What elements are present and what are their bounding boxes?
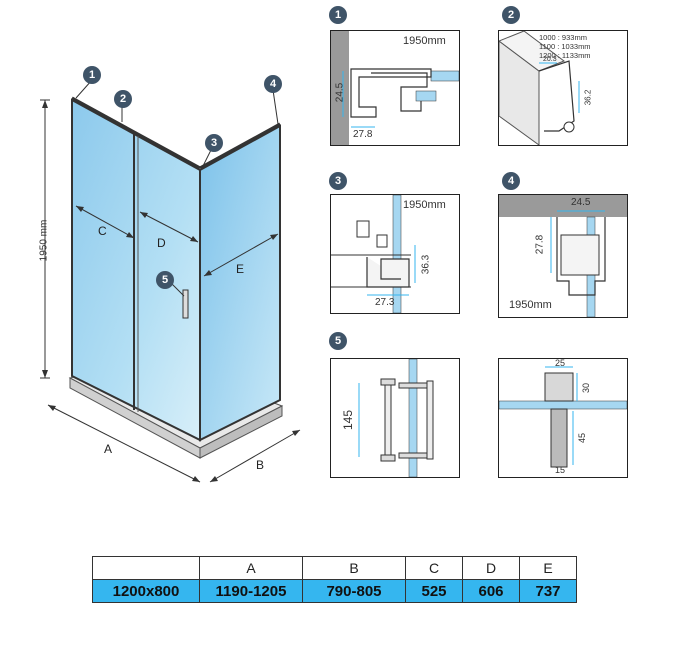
table-cell: 737	[519, 579, 577, 603]
detail-6-panel: 25 30 45 15	[498, 358, 628, 478]
detail-3-badge: 3	[329, 172, 347, 190]
detail-3-v-dim: 36.3	[420, 254, 432, 275]
detail-1-v-dim: 24.5	[334, 82, 346, 103]
detail-1-badge: 1	[329, 6, 347, 24]
table-cell: 1200x800	[92, 579, 200, 603]
detail-2-profile	[499, 31, 580, 145]
table-cell: 1190-1205	[199, 579, 303, 603]
marker-3: 3	[205, 134, 223, 152]
table-header-cell: C	[405, 556, 463, 580]
table-header-cell: D	[462, 556, 520, 580]
detail-1-profile	[331, 31, 459, 145]
detail-6-v2-dim: 45	[577, 433, 587, 444]
detail-2-note-1: 1000 : 933mm	[539, 33, 587, 42]
detail-2-v1: 20.3	[543, 56, 557, 63]
detail-2-panel: 1000 : 933mm 1100 : 1033mm 1200 : 1133mm…	[498, 30, 628, 146]
detail-3-panel: 1950mm 36.3 27.3	[330, 194, 460, 314]
enclosure-drawing: 1950 mm A B C D E 1 2 3 4 5	[0, 0, 320, 500]
detail-2-note-2: 1100 : 1033mm	[539, 42, 591, 51]
detail-6-top-dim: 25	[555, 358, 566, 368]
detail-3-height: 1950mm	[403, 199, 446, 211]
detail-1-panel: 1950mm 24.5 27.8	[330, 30, 460, 146]
dim-d-label: D	[157, 236, 166, 250]
detail-4-panel: 24.5 27.8 1950mm	[498, 194, 628, 318]
detail-3-h-dim: 27.3	[375, 297, 395, 308]
detail-1-height: 1950mm	[403, 35, 446, 47]
dim-e-label: E	[236, 262, 245, 276]
detail-1-h-dim: 27.8	[353, 129, 373, 140]
detail-2-note-3: 1200 : 1133mm	[539, 51, 591, 60]
table-header-cell: A	[199, 556, 303, 580]
dim-c-label: C	[98, 224, 107, 238]
table-cell: 790-805	[302, 579, 406, 603]
detail-4-badge: 4	[502, 172, 520, 190]
marker-2: 2	[114, 90, 132, 108]
dim-b-label: B	[256, 458, 265, 472]
detail-6-v1-dim: 30	[581, 383, 591, 394]
enclosure-illustration	[40, 79, 301, 483]
table-cell: 606	[462, 579, 520, 603]
detail-4-v-dim: 27.8	[534, 234, 546, 255]
table-header-cell: B	[302, 556, 406, 580]
detail-6-bottom-dim: 15	[555, 465, 566, 475]
marker-4: 4	[264, 75, 282, 93]
marker-1: 1	[83, 66, 101, 84]
detail-4-h-dim: 24.5	[571, 197, 591, 208]
detail-2-v2: 36.2	[583, 89, 593, 106]
detail-3-profile	[331, 195, 416, 313]
table-header-cell: E	[519, 556, 577, 580]
table-header-row: A B C D E	[92, 556, 577, 580]
detail-5-panel: 145	[330, 358, 460, 478]
table-row: 1200x800 1190-1205 790-805 525 606 737	[92, 579, 577, 603]
height-dimension-label: 1950 mm	[38, 219, 50, 262]
detail-5-v-dim: 145	[341, 409, 355, 431]
detail-5-handle	[358, 359, 434, 477]
table-header-cell	[92, 556, 200, 580]
detail-5-badge: 5	[329, 332, 347, 350]
detail-4-height: 1950mm	[509, 299, 552, 311]
dim-a-label: A	[104, 442, 113, 456]
table-cell: 525	[405, 579, 463, 603]
detail-6-profile	[499, 366, 627, 468]
marker-5: 5	[156, 271, 174, 289]
detail-4-profile	[499, 195, 627, 317]
detail-2-badge: 2	[502, 6, 520, 24]
size-table: A B C D E 1200x800 1190-1205 790-805 525…	[92, 556, 577, 603]
